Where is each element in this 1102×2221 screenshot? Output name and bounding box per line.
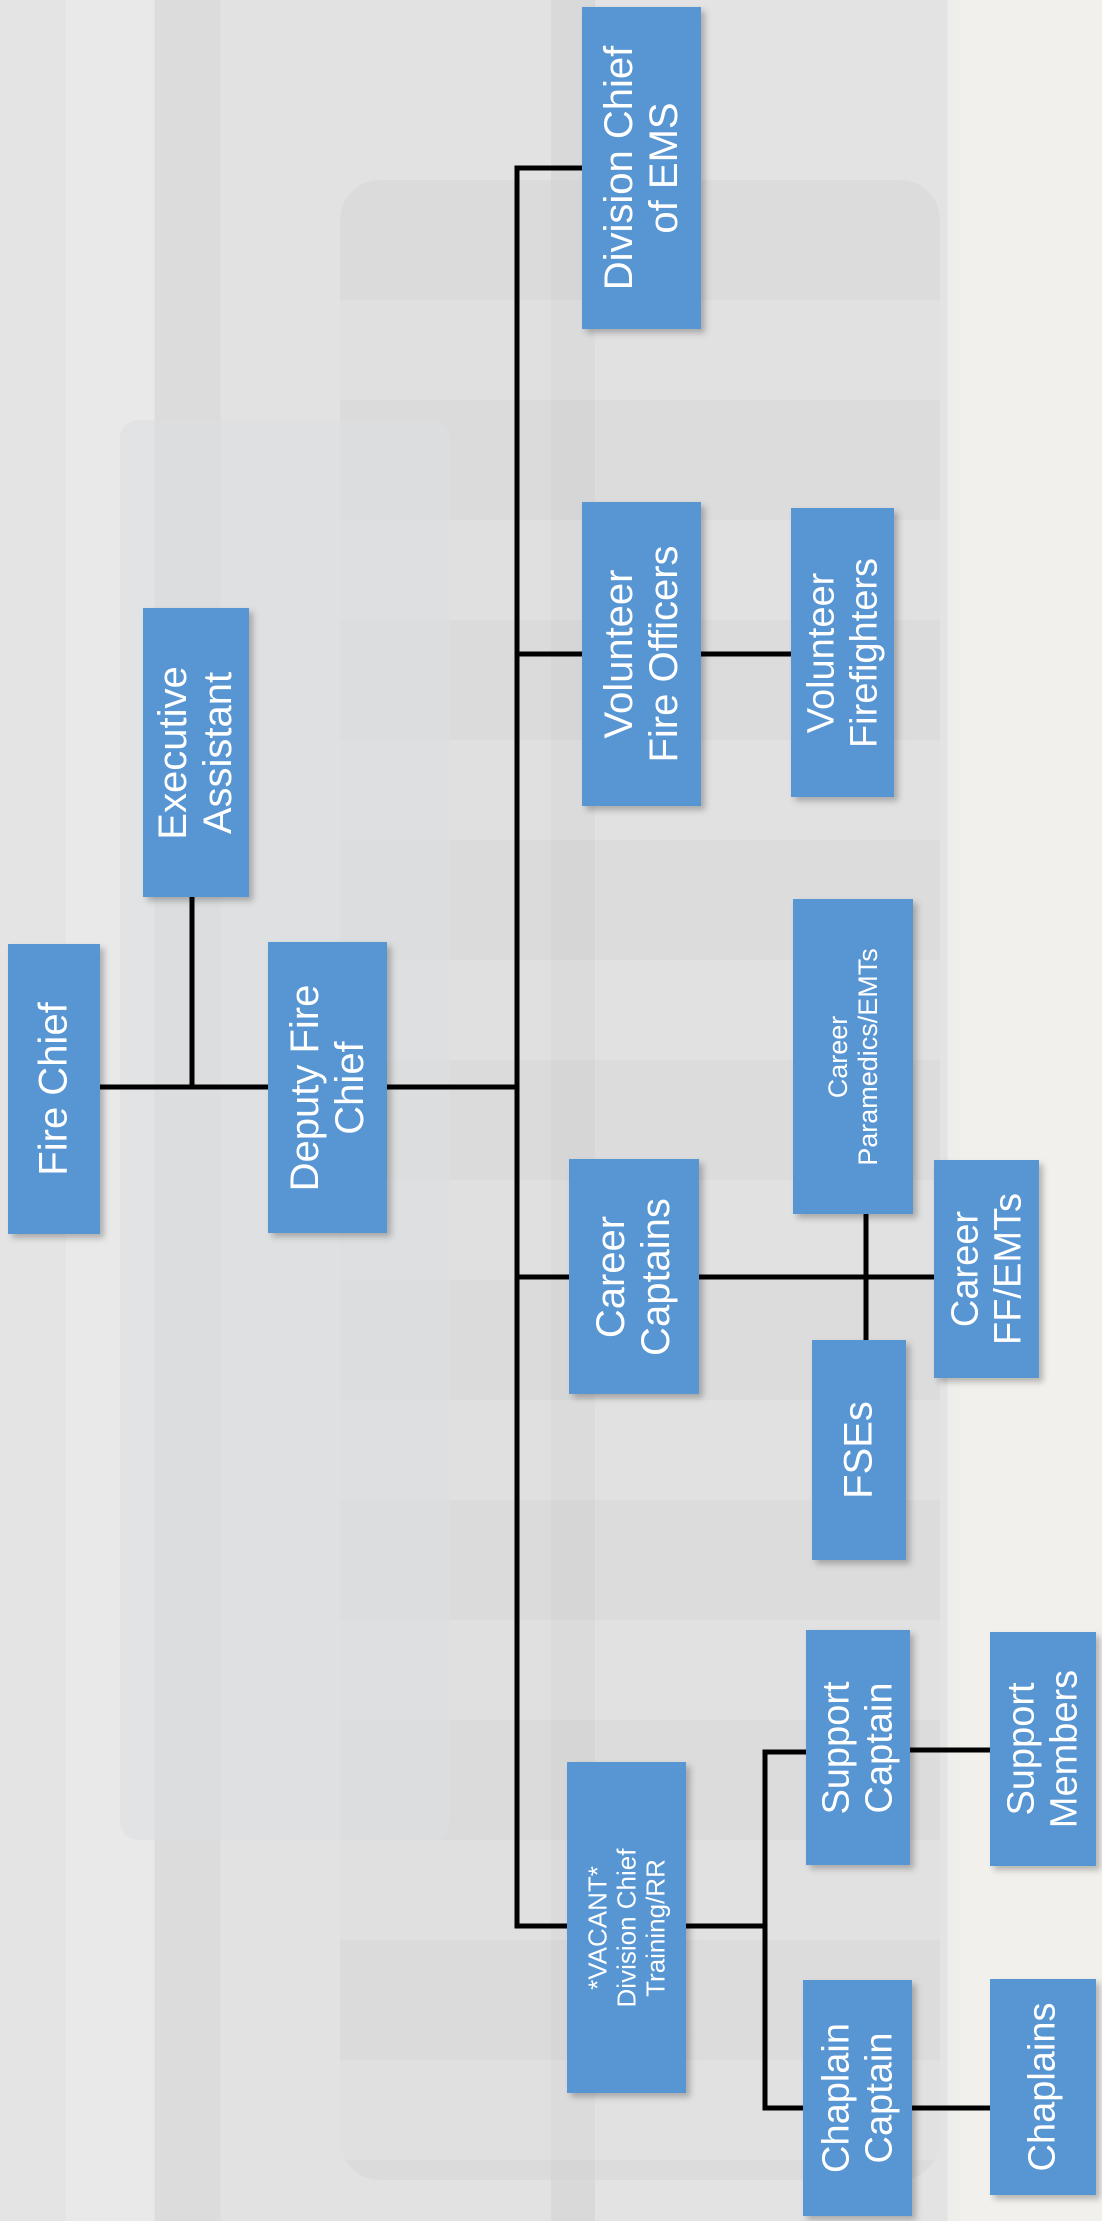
- fses-box: FSEs: [812, 1340, 906, 1560]
- support-members-box: Support Members: [990, 1632, 1096, 1866]
- career-captains-label: Career Captains: [589, 1198, 679, 1356]
- career-paramedics-label: Career Paramedics/EMTs: [823, 948, 883, 1166]
- volunteer-fire-officers-box: Volunteer Fire Officers: [582, 502, 701, 806]
- career-paramedics-box: Career Paramedics/EMTs: [793, 899, 913, 1214]
- chaplains-label: Chaplains: [1022, 2003, 1065, 2172]
- fire-chief-box: Fire Chief: [8, 944, 100, 1234]
- career-ff-emts-label: Career FF/EMTs: [944, 1193, 1029, 1345]
- deputy-fire-chief-label: Deputy Fire Chief: [283, 984, 373, 1191]
- career-ff-emts-box: Career FF/EMTs: [934, 1160, 1039, 1378]
- division-chief-training-box: *VACANT* Division Chief Training/RR: [567, 1762, 686, 2093]
- volunteer-firefighters-box: Volunteer Firefighters: [791, 508, 894, 797]
- executive-assistant-box: Executive Assistant: [143, 608, 249, 897]
- fire-chief-label: Fire Chief: [32, 1002, 77, 1175]
- division-chief-training-label: *VACANT* Division Chief Training/RR: [583, 1848, 670, 2007]
- division-chief-ems-box: Division Chief of EMS: [582, 7, 701, 329]
- chaplains-box: Chaplains: [990, 1979, 1096, 2195]
- support-captain-label: Support Captain: [815, 1681, 900, 1814]
- support-members-label: Support Members: [1000, 1670, 1085, 1828]
- fses-label: FSEs: [837, 1401, 882, 1499]
- volunteer-fire-officers-label: Volunteer Fire Officers: [597, 545, 687, 762]
- volunteer-firefighters-label: Volunteer Firefighters: [800, 557, 885, 747]
- career-captains-box: Career Captains: [569, 1159, 699, 1394]
- chaplain-captain-box: Chaplain Captain: [803, 1980, 912, 2216]
- executive-assistant-label: Executive Assistant: [151, 666, 241, 839]
- deputy-fire-chief-box: Deputy Fire Chief: [268, 942, 387, 1233]
- chaplain-captain-label: Chaplain Captain: [815, 2023, 900, 2173]
- support-captain-box: Support Captain: [806, 1630, 910, 1865]
- division-chief-ems-label: Division Chief of EMS: [597, 46, 687, 291]
